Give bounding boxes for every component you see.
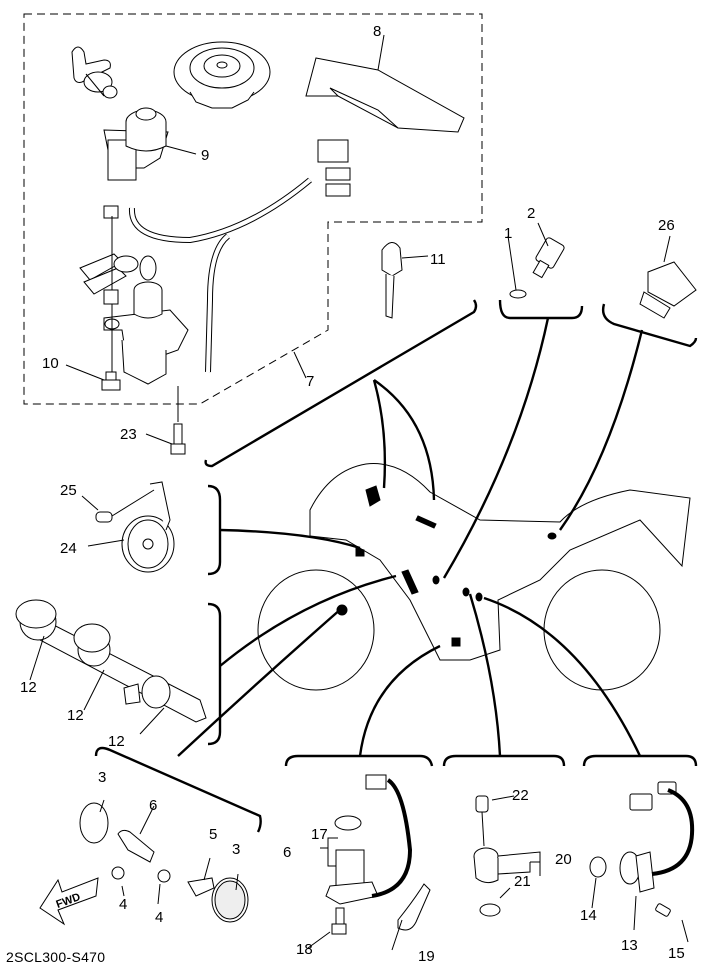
horn-icon xyxy=(81,481,175,573)
fuel-cap-icon xyxy=(173,41,271,109)
callout-18: 18 xyxy=(296,941,313,958)
callout-12-c: 12 xyxy=(108,733,125,750)
fwd-arrow-icon xyxy=(39,877,99,926)
callout-17: 17 xyxy=(311,826,328,843)
callout-26: 26 xyxy=(658,217,675,234)
relay-icon xyxy=(639,235,697,319)
reflector-group-icon xyxy=(79,799,249,923)
callout-1: 1 xyxy=(504,225,513,242)
main-switch-icon xyxy=(103,107,351,373)
bolt-10-icon xyxy=(65,364,121,391)
reference-code: 2SCL300-S470 xyxy=(6,949,106,965)
callout-5: 5 xyxy=(209,826,218,843)
callout-13: 13 xyxy=(621,937,638,954)
callout-23: 23 xyxy=(120,426,137,443)
motorcycle-outline xyxy=(257,463,691,691)
speed-sensor-icon xyxy=(589,781,695,943)
callout-4-left: 4 xyxy=(119,896,128,913)
key-11-icon xyxy=(381,242,429,319)
part-8-icon xyxy=(305,34,465,133)
leader-7 xyxy=(293,351,307,379)
callout-12-a: 12 xyxy=(20,679,37,696)
callout-14: 14 xyxy=(580,907,597,924)
neutral-switch-icon xyxy=(473,795,541,917)
callout-4-right: 4 xyxy=(155,909,164,926)
callout-24: 24 xyxy=(60,540,77,557)
callout-22: 22 xyxy=(512,787,529,804)
ignition-switch-icon xyxy=(103,205,189,385)
callout-7: 7 xyxy=(306,373,315,390)
callout-10: 10 xyxy=(42,355,59,372)
callout-3-right: 3 xyxy=(232,841,241,858)
callout-6-reflector: 6 xyxy=(149,797,158,814)
callout-12-b: 12 xyxy=(67,707,84,724)
sidestand-switch-icon xyxy=(307,774,431,951)
leader-lines xyxy=(177,317,644,757)
callout-8: 8 xyxy=(373,23,382,40)
temperature-sensor-icon xyxy=(507,222,565,299)
kit-boundary xyxy=(23,13,483,405)
callout-21: 21 xyxy=(514,873,531,890)
callout-6-sidestand: 6 xyxy=(283,844,292,861)
seat-lock-icon xyxy=(71,46,118,99)
callout-2: 2 xyxy=(527,205,536,222)
callout-9: 9 xyxy=(201,147,210,164)
part-location-markers xyxy=(336,485,557,647)
callout-3-left: 3 xyxy=(98,769,107,786)
bolt-23-icon xyxy=(145,386,186,455)
callout-20: 20 xyxy=(555,851,572,868)
callout-11: 11 xyxy=(430,251,446,268)
callout-brackets xyxy=(94,299,698,833)
callout-15: 15 xyxy=(668,945,685,962)
callout-19: 19 xyxy=(418,948,435,965)
callout-25: 25 xyxy=(60,482,77,499)
plug-caps-icon xyxy=(15,599,207,735)
